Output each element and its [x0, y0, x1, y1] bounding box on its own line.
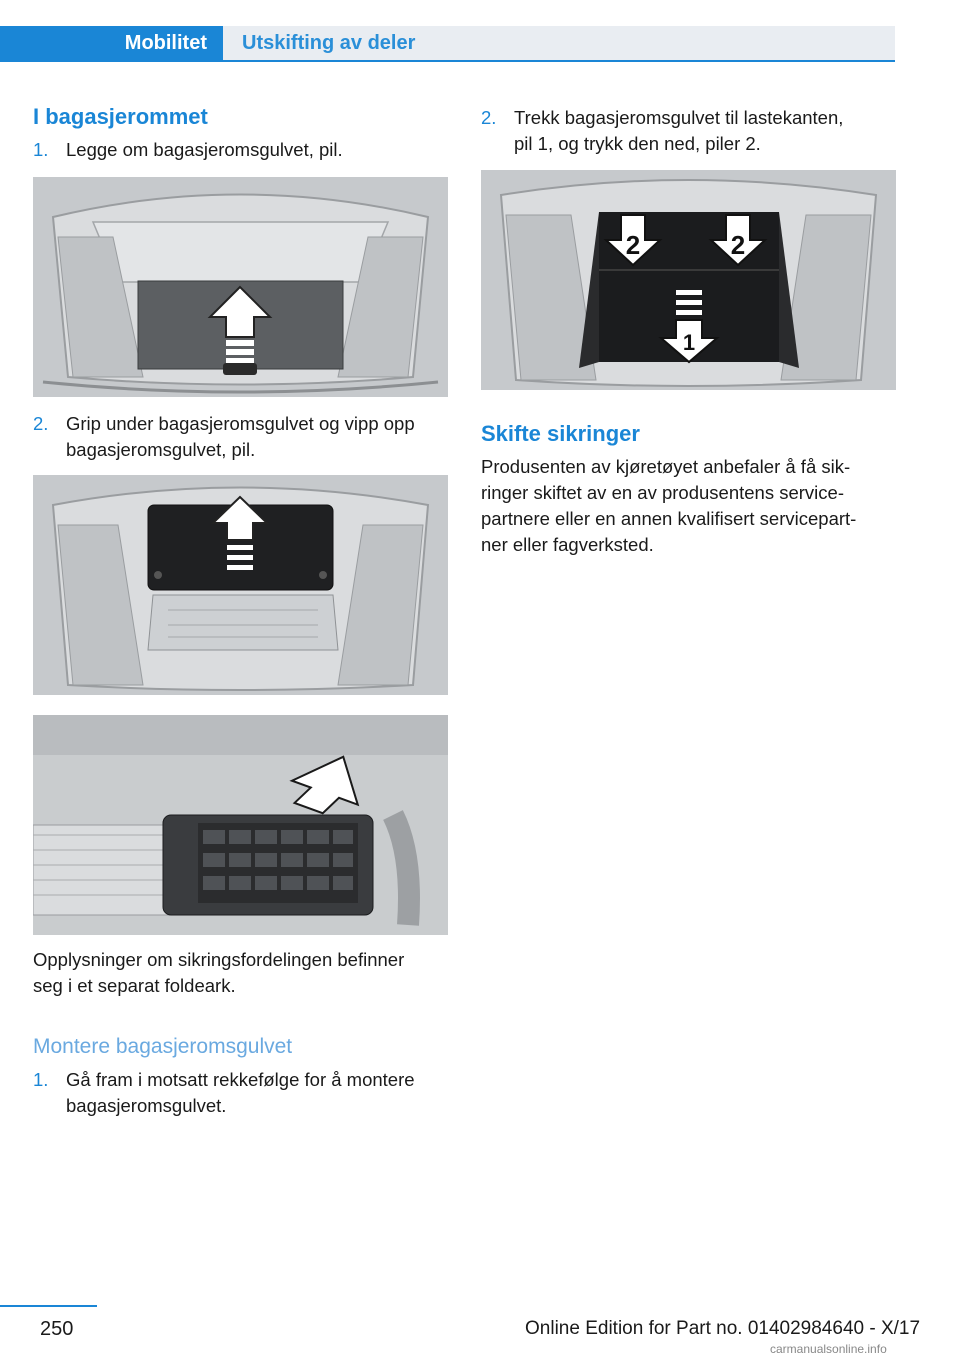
heading-skifte-sikringer: Skifte sikringer [481, 421, 640, 446]
page-header: Mobilitet Utskifting av deler [0, 26, 895, 60]
step-text: Legge om bagasjeromsgulvet, pil. [66, 139, 343, 160]
page-number: 250 [40, 1318, 74, 1340]
figure-trunk-floor-lifted [33, 475, 448, 695]
step-2: 2. Grip under bagasjeromsgulvet og vipp … [33, 411, 453, 463]
step-number: 1. [33, 1069, 49, 1090]
step-text-line2: pil 1, og trykk den ned, piler 2. [514, 133, 761, 154]
step-2-right: 2. Trekk bagasjeromsgulvet til lastekant… [481, 105, 901, 157]
step-number: 2. [481, 107, 497, 128]
header-divider [0, 60, 895, 62]
step-text-line2: bagasjeromsgulvet, pil. [66, 439, 256, 460]
heading-i-bagasjerommet: I bagasjerommet [33, 104, 208, 129]
step-text-line1: Trekk bagasjeromsgulvet til lastekanten, [514, 107, 844, 128]
fuse-info-line2: seg i et separat foldeark. [33, 975, 236, 996]
edition-text: Online Edition for Part no. 01402984640 … [525, 1318, 921, 1339]
skifte-line2: ringer skiftet av en av produsentens ser… [481, 482, 844, 503]
arrow-label-1: 1 [683, 330, 695, 355]
step-number: 2. [33, 413, 49, 434]
step-text-line2: bagasjeromsgulvet. [66, 1095, 227, 1116]
arrow-label-2-right: 2 [731, 230, 745, 260]
fuse-info-paragraph: Opplysninger om sikringsfordelingen befi… [33, 947, 453, 999]
figure-trunk-floor-fold [33, 177, 448, 397]
fuse-info-line1: Opplysninger om sikringsfordelingen befi… [33, 949, 405, 970]
step-1: 1. Legge om bagasjeromsgulvet, pil. [33, 137, 453, 163]
skifte-paragraph: Produsenten av kjøretøyet anbefaler å få… [481, 454, 901, 558]
step-text-line1: Grip under bagasjeromsgulvet og vipp opp [66, 413, 415, 434]
figure-floor-push-down: 2 2 1 [481, 170, 896, 390]
floor-push-down-illustration: 2 2 1 [481, 170, 896, 390]
skifte-line3: partnere eller en annen kvalifisert serv… [481, 508, 857, 529]
floor-lifted-illustration [33, 475, 448, 695]
step-text-line1: Gå fram i motsatt rekkefølge for å monte… [66, 1069, 415, 1090]
step-montere-1: 1. Gå fram i motsatt rekkefølge for å mo… [33, 1067, 453, 1119]
step-number: 1. [33, 139, 49, 160]
skifte-line4: ner eller fagverksted. [481, 534, 654, 555]
footer-divider [0, 1305, 97, 1307]
skifte-line1: Produsenten av kjøretøyet anbefaler å få… [481, 456, 851, 477]
section-tab-mobilitet[interactable]: Mobilitet [0, 26, 223, 60]
figure-fuse-box [33, 715, 448, 935]
fuse-box-illustration [33, 715, 448, 935]
heading-montere: Montere bagasjeromsgulvet [33, 1035, 293, 1058]
watermark: carmanualsonline.info [770, 1342, 887, 1356]
trunk-floor-illustration [33, 177, 448, 397]
arrow-label-2-left: 2 [626, 230, 640, 260]
section-tab-utskifting[interactable]: Utskifting av deler [223, 26, 895, 60]
